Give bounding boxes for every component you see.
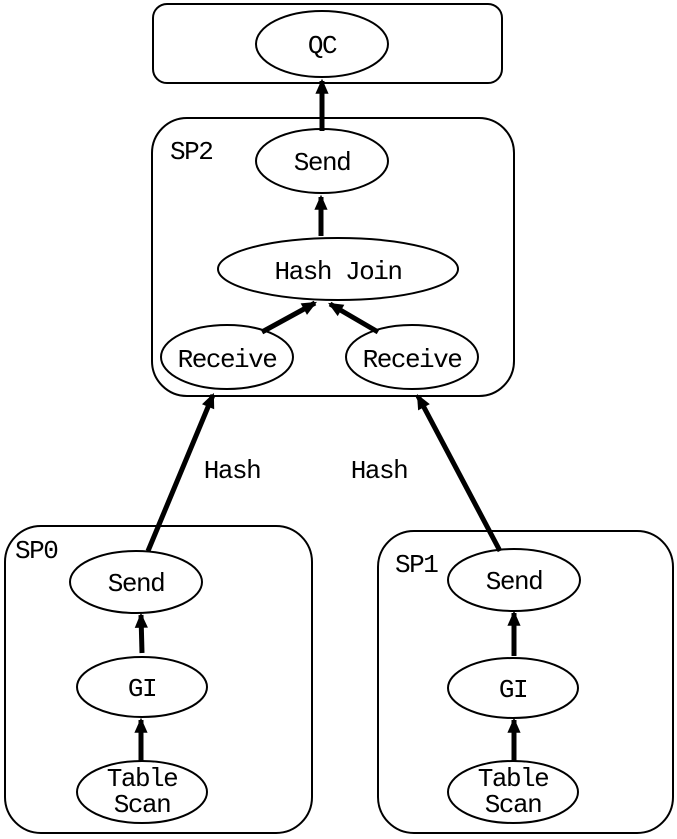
qc-node-label: QC (308, 31, 337, 61)
sp0-table-scan-label-line1: Table (107, 764, 178, 794)
sp0-table-scan-label-line2: Scan (114, 790, 170, 820)
sp0-send-node-ellipse (69, 550, 203, 614)
sp1-table-scan-label-line2: Scan (485, 790, 541, 820)
sp2-send-node-ellipse (255, 128, 389, 194)
sp0-send-node-label: Send (108, 569, 164, 599)
sp1-group-label: SP1 (395, 550, 438, 580)
sp0-gi-node-ellipse (76, 656, 208, 718)
edge-sp0-send-to-receive-left (145, 392, 216, 552)
edge-sp0-gi-to-send (134, 612, 148, 654)
qc-node-ellipse (255, 10, 389, 78)
sp0-gi-node-label: GI (128, 674, 156, 704)
edge-label-hash-left: Hash (204, 456, 260, 486)
hash-join-node-label: Hash Join (275, 257, 402, 287)
receive-left-node-ellipse (160, 324, 294, 390)
sp1-send-node-label: Send (486, 567, 542, 597)
edge-receive-right-to-hash-join (328, 301, 380, 335)
hash-join-node-ellipse (217, 237, 459, 301)
edge-label-hash-right: Hash (351, 456, 407, 486)
receive-right-node-label: Receive (363, 345, 462, 375)
sp1-gi-node-label: GI (499, 675, 527, 705)
sp2-group-label: SP2 (170, 137, 212, 167)
sp1-container-box (377, 530, 674, 834)
sp1-send-node-ellipse (447, 548, 581, 612)
sp1-table-scan-label-line1: Table (478, 764, 549, 794)
edge-receive-left-to-hash-join (260, 300, 317, 335)
sp1-table-scan-node-ellipse (447, 760, 579, 824)
sp2-send-node-label: Send (294, 148, 350, 178)
receive-right-node-ellipse (345, 324, 479, 390)
sp0-table-scan-node-ellipse (76, 760, 208, 824)
sp2-container-box (151, 117, 515, 397)
sp1-gi-node-ellipse (447, 657, 579, 719)
edge-sp1-send-to-receive-right (415, 394, 503, 553)
receive-left-node-label: Receive (178, 345, 277, 375)
sp0-group-label: SP0 (15, 536, 57, 566)
